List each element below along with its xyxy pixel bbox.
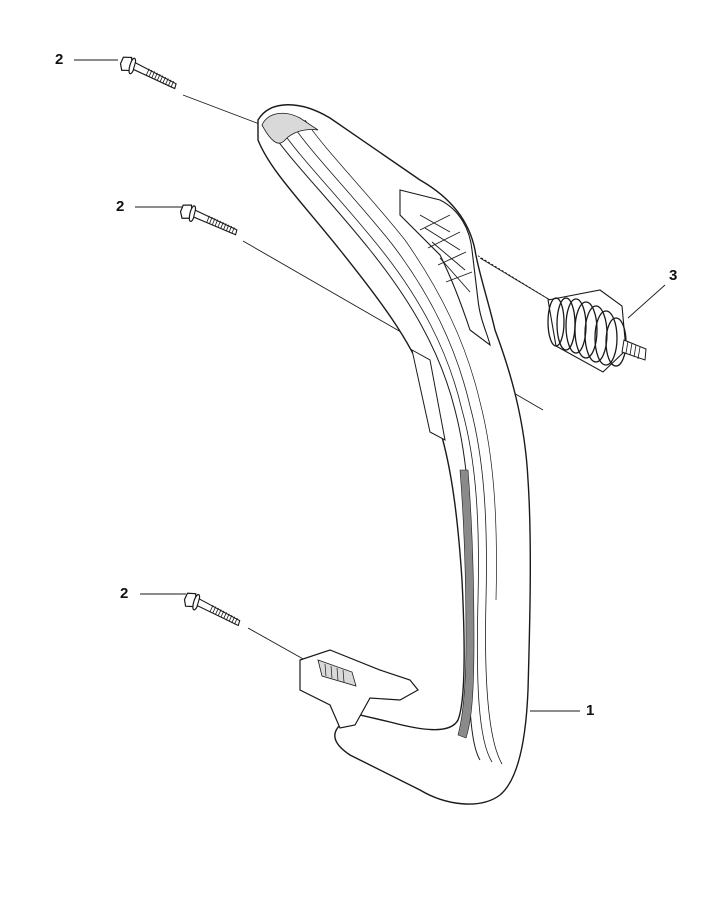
front-handle [257,104,532,805]
callout-bolt-top: 2 [55,51,64,68]
callout-bolt-mid: 2 [116,198,125,215]
bolt-top [117,54,181,90]
bolt-low [181,590,245,627]
callout-bolt-low: 2 [120,585,129,602]
callout-handle: 1 [586,702,595,719]
bolt-mid [177,202,241,236]
vibration-damper-spring [547,289,647,373]
callout-spring: 3 [669,267,678,284]
